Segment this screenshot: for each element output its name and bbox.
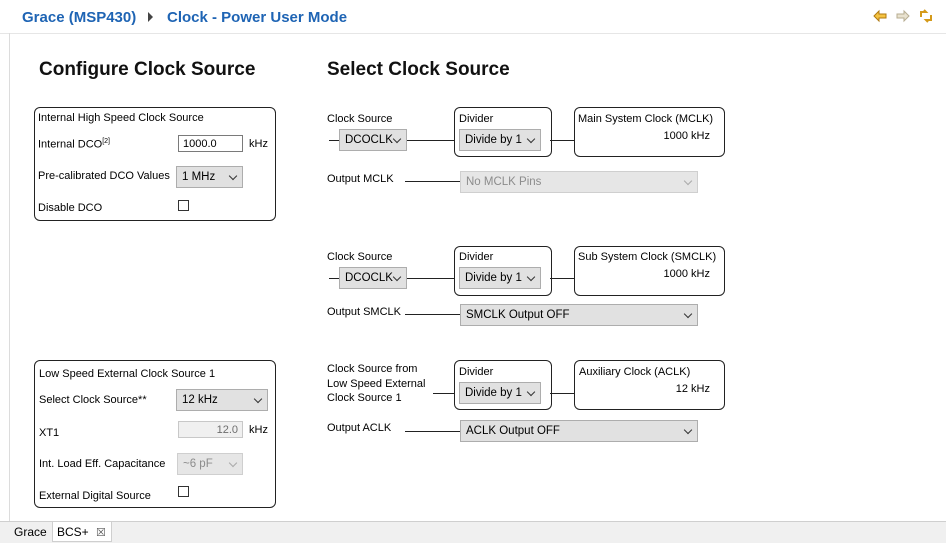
- aclk-divider-label: Divider: [459, 366, 494, 378]
- smclk-connector-mid: [407, 278, 454, 279]
- output-aclk-select[interactable]: ACLK Output OFF: [460, 420, 698, 442]
- capacitance-value: ~6 pF: [183, 458, 213, 470]
- smclk-divider-select[interactable]: Divide by 1: [459, 267, 541, 289]
- forward-arrow-icon[interactable]: [895, 8, 911, 24]
- output-mclk-connector: [405, 181, 460, 182]
- aclk-name: Auxiliary Clock (ACLK): [579, 366, 691, 378]
- output-smclk-label: Output SMCLK: [327, 306, 401, 318]
- low-speed-group-title: Low Speed External Clock Source 1: [39, 368, 216, 380]
- aclk-frequency: 12 kHz: [675, 383, 710, 395]
- chevron-down-icon: [526, 387, 536, 397]
- mclk-name: Main System Clock (MCLK): [578, 113, 714, 125]
- close-icon[interactable]: ☒: [96, 527, 106, 539]
- xt1-input: 12.0: [178, 421, 243, 438]
- internal-dco-text: Internal DCO: [38, 138, 103, 151]
- smclk-connector-in: [329, 278, 340, 279]
- select-clock-source-label: Select Clock Source**: [39, 394, 147, 406]
- aclk-connector-out: [550, 393, 574, 394]
- breadcrumb-clock[interactable]: Clock - Power User Mode: [167, 9, 348, 26]
- capacitance-select: ~6 pF: [177, 453, 243, 475]
- disable-dco-label: Disable DCO: [38, 202, 103, 214]
- chevron-down-icon: [526, 134, 536, 144]
- lfxt-select[interactable]: 12 kHz: [176, 389, 268, 411]
- smclk-source-select[interactable]: DCOCLK: [339, 267, 407, 289]
- xt1-unit: kHz: [249, 424, 268, 436]
- aclk-divider-value: Divide by 1: [465, 387, 522, 399]
- mclk-divider-value: Divide by 1: [465, 134, 522, 146]
- smclk-source-value: DCOCLK: [345, 272, 393, 284]
- smclk-clock-source-label: Clock Source: [327, 251, 393, 263]
- output-aclk-connector: [405, 431, 460, 432]
- aclk-source-line-1: Clock Source from: [327, 363, 418, 375]
- chevron-down-icon: [392, 272, 402, 282]
- mclk-connector-out: [550, 140, 574, 141]
- mclk-source-select[interactable]: DCOCLK: [339, 129, 407, 151]
- chevron-down-icon: [683, 425, 693, 435]
- mclk-connector-in: [329, 140, 340, 141]
- mclk-source-value: DCOCLK: [345, 134, 393, 146]
- editor-header: [0, 0, 946, 34]
- chevron-down-icon: [253, 394, 263, 404]
- smclk-connector-out: [550, 278, 574, 279]
- sync-icon[interactable]: [918, 8, 934, 24]
- precal-dco-label: Pre-calibrated DCO Values: [38, 170, 170, 182]
- chevron-down-icon: [228, 171, 238, 181]
- external-digital-source-checkbox[interactable]: [178, 486, 189, 497]
- mclk-connector-mid: [407, 140, 454, 141]
- smclk-divider-value: Divide by 1: [465, 272, 522, 284]
- output-smclk-select[interactable]: SMCLK Output OFF: [460, 304, 698, 326]
- editor-left-border: [9, 33, 10, 522]
- aclk-divider-select[interactable]: Divide by 1: [459, 382, 541, 404]
- mclk-divider-select[interactable]: Divide by 1: [459, 129, 541, 151]
- internal-dco-unit: kHz: [249, 138, 268, 150]
- select-clock-source-heading: Select Clock Source: [327, 59, 510, 80]
- internal-dco-label: Internal DCO[2]: [38, 138, 110, 151]
- output-mclk-value: No MCLK Pins: [466, 176, 542, 188]
- precal-dco-value: 1 MHz: [182, 171, 216, 183]
- tab-bcs[interactable]: BCS+ ☒: [52, 522, 112, 542]
- output-smclk-connector: [405, 314, 460, 315]
- aclk-source-line-3: Clock Source 1: [327, 392, 402, 404]
- mclk-frequency: 1000 kHz: [663, 130, 710, 142]
- disable-dco-checkbox[interactable]: [178, 200, 189, 211]
- configure-clock-source-heading: Configure Clock Source: [39, 59, 256, 80]
- aclk-connector-in: [433, 393, 454, 394]
- breadcrumb-grace[interactable]: Grace (MSP430): [22, 9, 137, 26]
- aclk-output-box: [574, 360, 725, 410]
- mclk-output-box: [574, 107, 725, 157]
- breadcrumb-separator-icon: [148, 12, 153, 22]
- chevron-down-icon: [683, 309, 693, 319]
- external-digital-source-label: External Digital Source: [39, 490, 151, 502]
- back-arrow-icon[interactable]: [872, 8, 888, 24]
- internal-dco-footnote: [2]: [102, 138, 110, 145]
- chevron-down-icon: [228, 458, 238, 468]
- chevron-down-icon: [683, 176, 693, 186]
- smclk-frequency: 1000 kHz: [663, 268, 710, 280]
- capacitance-label: Int. Load Eff. Capacitance: [39, 458, 166, 470]
- output-mclk-label: Output MCLK: [327, 173, 394, 185]
- aclk-source-line-2: Low Speed External: [327, 377, 426, 390]
- output-mclk-select: No MCLK Pins: [460, 171, 698, 193]
- precal-dco-select[interactable]: 1 MHz: [176, 166, 243, 188]
- chevron-down-icon: [526, 272, 536, 282]
- aclk-clock-source-label: Clock Source from Low Speed External Clo…: [327, 362, 425, 406]
- high-speed-group-title: Internal High Speed Clock Source: [38, 112, 204, 124]
- output-smclk-value: SMCLK Output OFF: [466, 309, 570, 321]
- high-speed-source-group: [34, 107, 276, 221]
- editor-tab-bar: Grace BCS+ ☒: [0, 521, 946, 543]
- tab-bcs-label: BCS+: [57, 525, 89, 539]
- output-aclk-label: Output ACLK: [327, 422, 392, 434]
- internal-dco-input[interactable]: 1000.0: [178, 135, 243, 152]
- smclk-divider-label: Divider: [459, 251, 494, 263]
- xt1-label: XT1: [39, 427, 60, 439]
- mclk-clock-source-label: Clock Source: [327, 113, 393, 125]
- mclk-divider-label: Divider: [459, 113, 494, 125]
- smclk-name: Sub System Clock (SMCLK): [578, 251, 717, 263]
- tab-grace[interactable]: Grace: [14, 525, 47, 539]
- lfxt-select-value: 12 kHz: [182, 394, 218, 406]
- chevron-down-icon: [392, 134, 402, 144]
- output-aclk-value: ACLK Output OFF: [466, 425, 560, 437]
- smclk-output-box: [574, 246, 725, 296]
